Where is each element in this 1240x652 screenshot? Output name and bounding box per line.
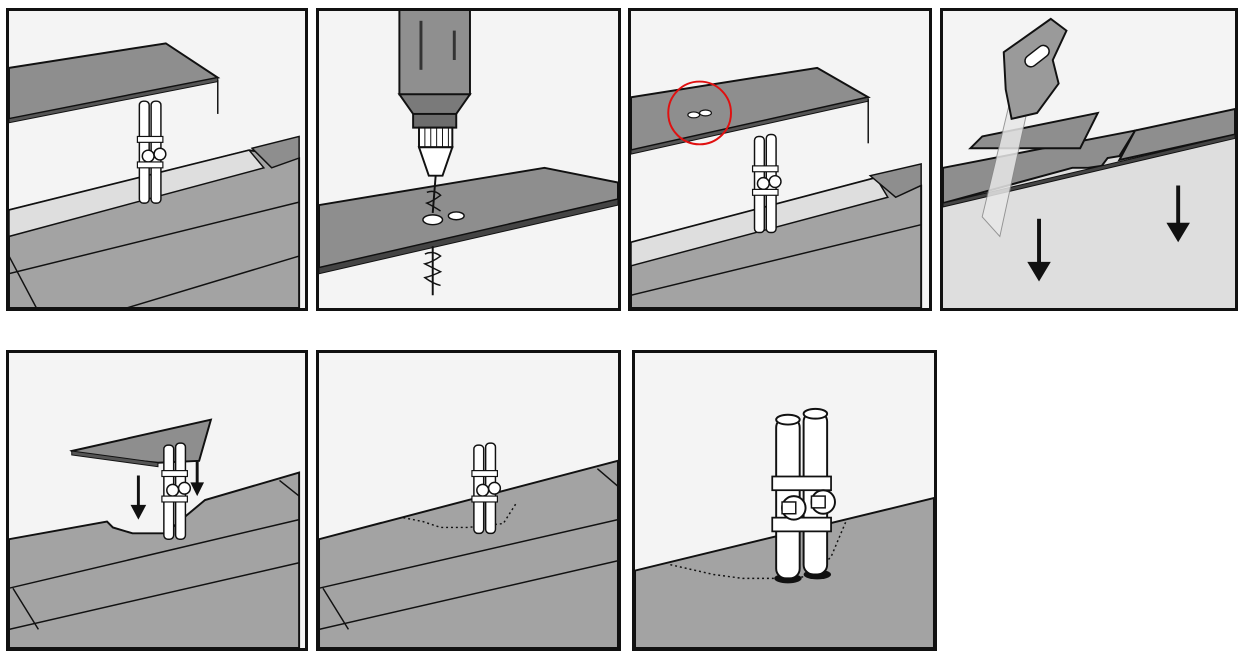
finished-pipes-icon	[772, 409, 835, 583]
step-5-illustration	[9, 353, 305, 648]
step-4-illustration	[943, 11, 1235, 308]
step-7-panel	[632, 350, 937, 651]
pipes-in-floor-icon	[137, 101, 165, 203]
step-3-illustration	[631, 11, 929, 308]
step-5-panel	[6, 350, 308, 651]
step-4-panel	[940, 8, 1238, 311]
step-6-panel	[316, 350, 621, 651]
step-2-illustration	[319, 11, 618, 308]
step-2-panel	[316, 8, 621, 311]
pipes-icon	[162, 443, 190, 539]
step-1-panel	[6, 8, 308, 311]
pipes-icon	[472, 443, 500, 533]
step-6-illustration	[319, 353, 618, 648]
step-3-panel	[628, 8, 932, 311]
pipes-icon	[753, 135, 781, 233]
step-7-illustration	[635, 353, 934, 648]
step-1-illustration	[9, 11, 305, 308]
